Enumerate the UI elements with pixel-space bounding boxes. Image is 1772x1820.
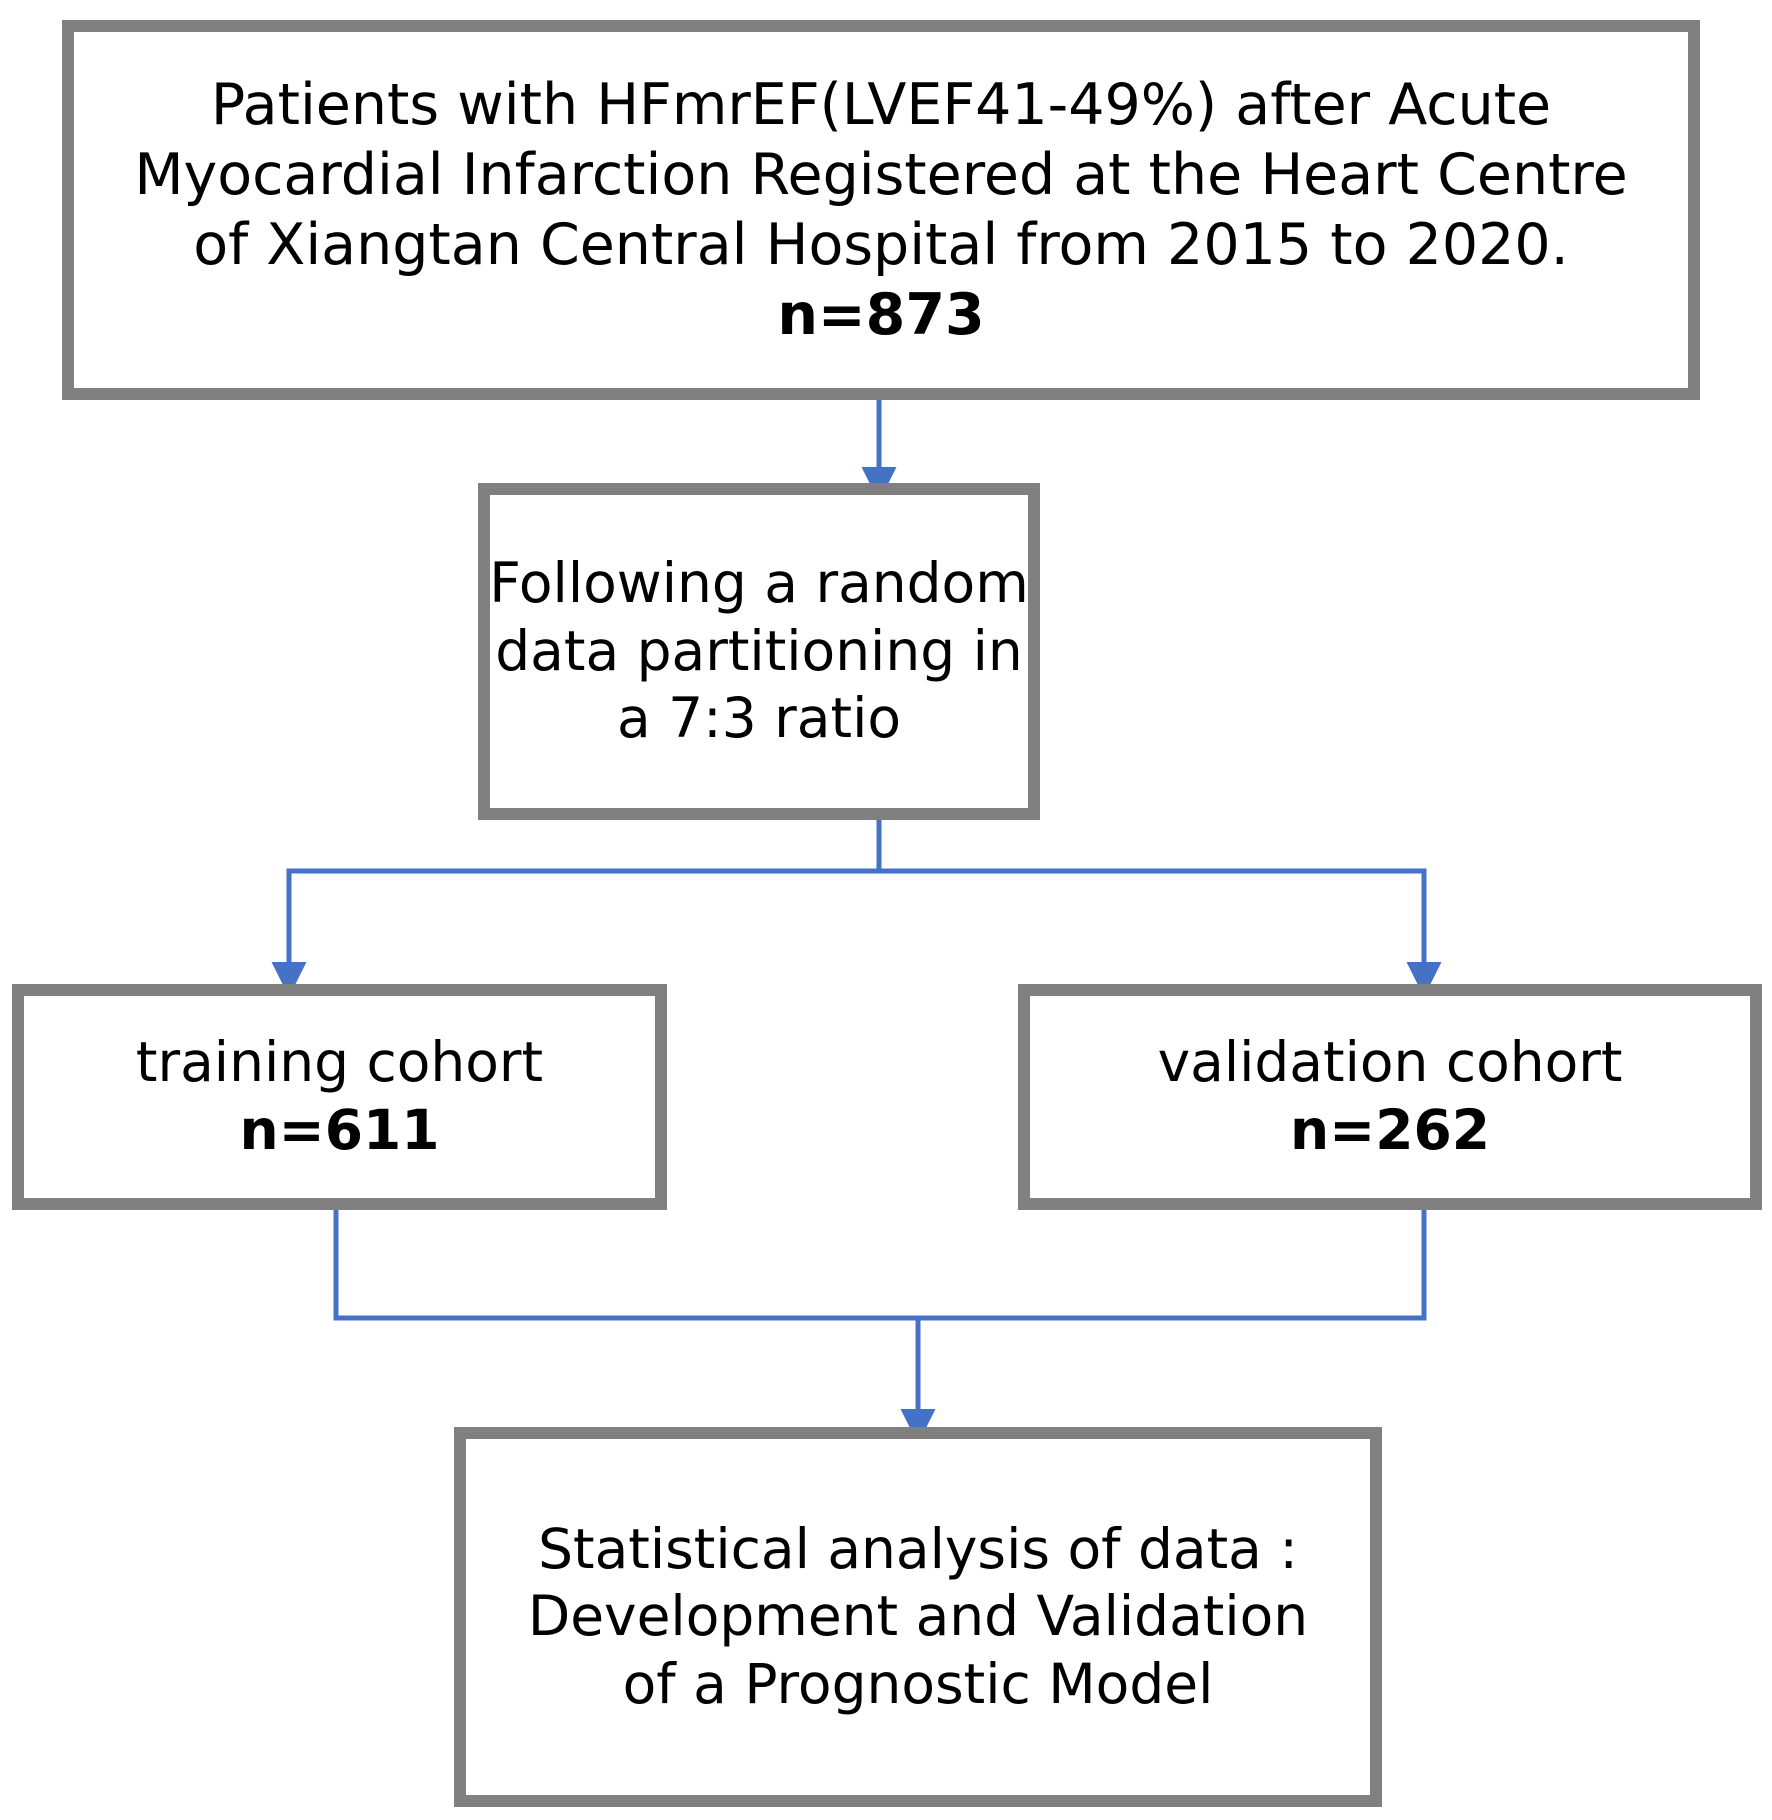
node-validation-cohort-count: n=262	[1289, 1098, 1491, 1162]
node-training-cohort-label: training cohort	[135, 1030, 544, 1095]
node-validation-cohort-label: validation cohort	[1157, 1030, 1623, 1095]
node-statistical-analysis-line-2: Development and Validation	[527, 1584, 1309, 1649]
node-cohort-source-count: n=873	[777, 282, 985, 349]
node-cohort-source-line-1: Patients with HFmrEF(LVEF41-49%) after A…	[210, 71, 1552, 138]
node-cohort-source-line-2: Myocardial Infarction Registered at the …	[134, 141, 1628, 208]
node-statistical-analysis-line-1: Statistical analysis of data :	[538, 1516, 1298, 1581]
node-partition: Following a random data partitioning in …	[478, 483, 1040, 820]
node-statistical-analysis-line-3: of a Prognostic Model	[622, 1651, 1214, 1716]
node-validation-cohort: validation cohort n=262	[1018, 984, 1762, 1210]
node-partition-line-2: data partitioning in	[495, 618, 1023, 683]
node-training-cohort: training cohort n=611	[12, 984, 667, 1210]
node-statistical-analysis: Statistical analysis of data : Developme…	[454, 1427, 1382, 1807]
edge-cohorts-merge-to-analysis	[333, 1210, 1427, 1444]
node-partition-line-3: a 7:3 ratio	[617, 686, 901, 751]
node-training-cohort-count: n=611	[239, 1098, 440, 1162]
node-cohort-source-line-3: of Xiangtan Central Hospital from 2015 t…	[193, 212, 1569, 278]
node-partition-line-1: Following a random	[489, 551, 1029, 616]
edge-partition-split	[271, 820, 1442, 997]
node-cohort-source: Patients with HFmrEF(LVEF41-49%) after A…	[62, 20, 1700, 400]
